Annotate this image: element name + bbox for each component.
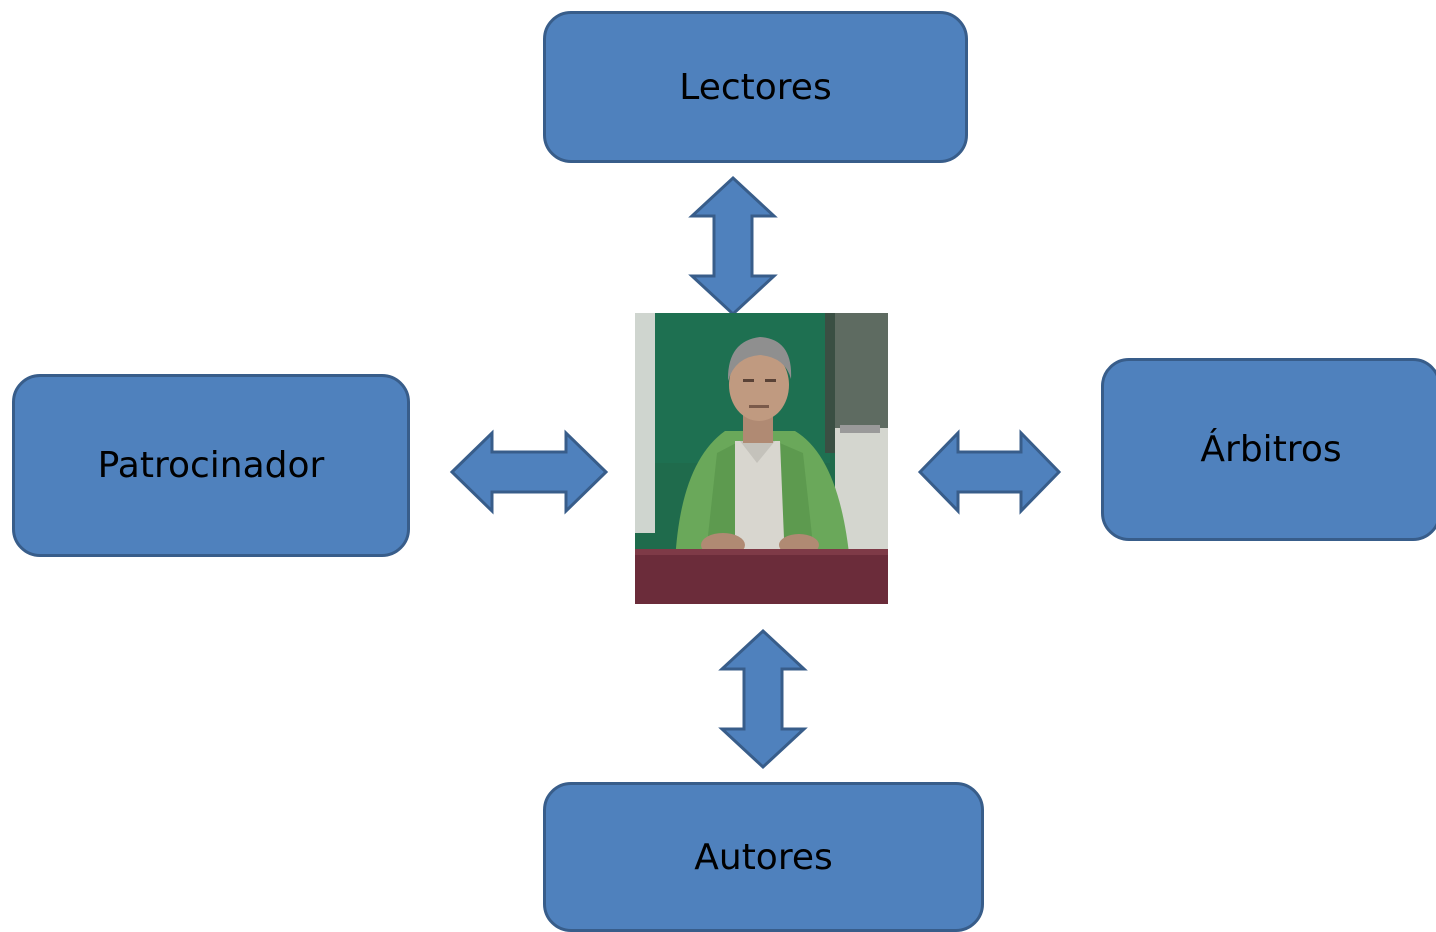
node-autores-label: Autores	[694, 836, 833, 878]
double-arrow-top	[688, 175, 778, 317]
node-arbitros: Árbitros	[1101, 358, 1436, 541]
node-arbitros-label: Árbitros	[1200, 429, 1342, 470]
node-lectores-label: Lectores	[679, 66, 832, 108]
node-patrocinador-label: Patrocinador	[97, 445, 325, 486]
node-patrocinador: Patrocinador	[12, 374, 410, 557]
double-arrow-left	[449, 429, 609, 515]
double-arrow-right	[917, 429, 1062, 515]
double-arrow-bottom	[718, 628, 808, 770]
person-photo	[635, 313, 888, 604]
person-photo-illustration	[635, 313, 888, 604]
node-autores: Autores	[543, 782, 984, 932]
node-lectores: Lectores	[543, 11, 968, 163]
